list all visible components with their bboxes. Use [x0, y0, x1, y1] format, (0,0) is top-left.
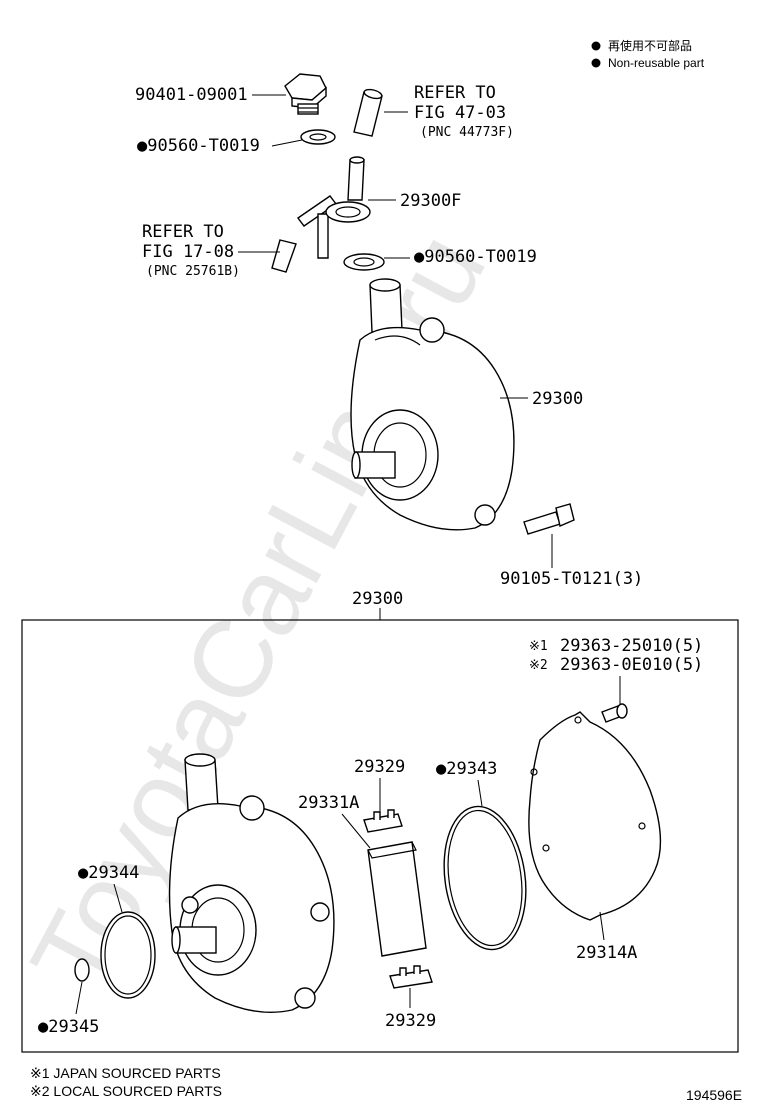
- hose-top-part: [353, 88, 383, 137]
- label-refer-top-2: FIG 47-03: [414, 103, 506, 123]
- label-29331A: 29331A: [298, 793, 359, 813]
- legend: 再使用不可部品 Non-reusable part: [591, 38, 705, 70]
- legend-item-jp: 再使用不可部品: [608, 38, 692, 53]
- label-29345: ●29345: [38, 1017, 99, 1037]
- screw-part: [601, 703, 628, 723]
- label-29300-upper: 29300: [532, 389, 583, 409]
- bolt-part: [523, 503, 575, 535]
- label-refer-top-3: (PNC 44773F): [420, 125, 514, 140]
- label-90105-T0121: 90105-T0121(3): [500, 569, 643, 589]
- diagram-id: 194596E: [686, 1087, 742, 1103]
- cover-part: [528, 711, 662, 921]
- label-refer-left-2: FIG 17-08: [142, 242, 234, 262]
- label-29343: ●29343: [436, 759, 497, 779]
- holder-bottom-part: [389, 965, 433, 989]
- label-29344: ●29344: [78, 863, 139, 883]
- footnote-1: ※1 JAPAN SOURCED PARTS: [30, 1065, 221, 1081]
- label-29363-25010: 29363-25010(5): [560, 636, 703, 656]
- label-90401-09001: 90401-09001: [135, 85, 248, 105]
- label-29300F: 29300F: [400, 191, 461, 211]
- mark-2: ※2: [529, 658, 548, 673]
- footnote-2: ※2 LOCAL SOURCED PARTS: [30, 1083, 222, 1099]
- label-29314A: 29314A: [576, 943, 637, 963]
- label-29329-top: 29329: [354, 757, 405, 777]
- hose-left-part: [271, 239, 297, 273]
- legend-item-en: Non-reusable part: [608, 56, 705, 70]
- union-part: [297, 156, 371, 259]
- gasket-top-part: [300, 129, 336, 145]
- oil-cap-part: [284, 73, 327, 115]
- label-29363-0E010: 29363-0E010(5): [560, 655, 703, 675]
- label-90560-T0019-bottom: ●90560-T0019: [414, 247, 537, 267]
- mark-1: ※1: [529, 639, 548, 654]
- vane-part: [367, 841, 427, 957]
- oring-29345-part: [74, 958, 90, 982]
- label-refer-left-1: REFER TO: [142, 222, 224, 242]
- vacuum-pump-upper-part: [350, 278, 515, 531]
- assy-box: [21, 619, 739, 1053]
- label-90560-T0019-top: ●90560-T0019: [137, 136, 260, 156]
- label-29300-assy: 29300: [352, 589, 403, 609]
- label-refer-left-3: (PNC 25761B): [146, 264, 240, 279]
- label-refer-top-1: REFER TO: [414, 83, 496, 103]
- holder-top-part: [363, 809, 403, 833]
- oring-29344-part: [100, 911, 156, 999]
- legend-dot-icon: [591, 41, 601, 51]
- legend-dot-icon: [591, 58, 601, 68]
- oring-29343-part: [443, 805, 527, 951]
- vacuum-pump-lower-part: [168, 753, 335, 1013]
- gasket-bottom-part: [343, 253, 385, 271]
- label-29329-bottom: 29329: [385, 1011, 436, 1031]
